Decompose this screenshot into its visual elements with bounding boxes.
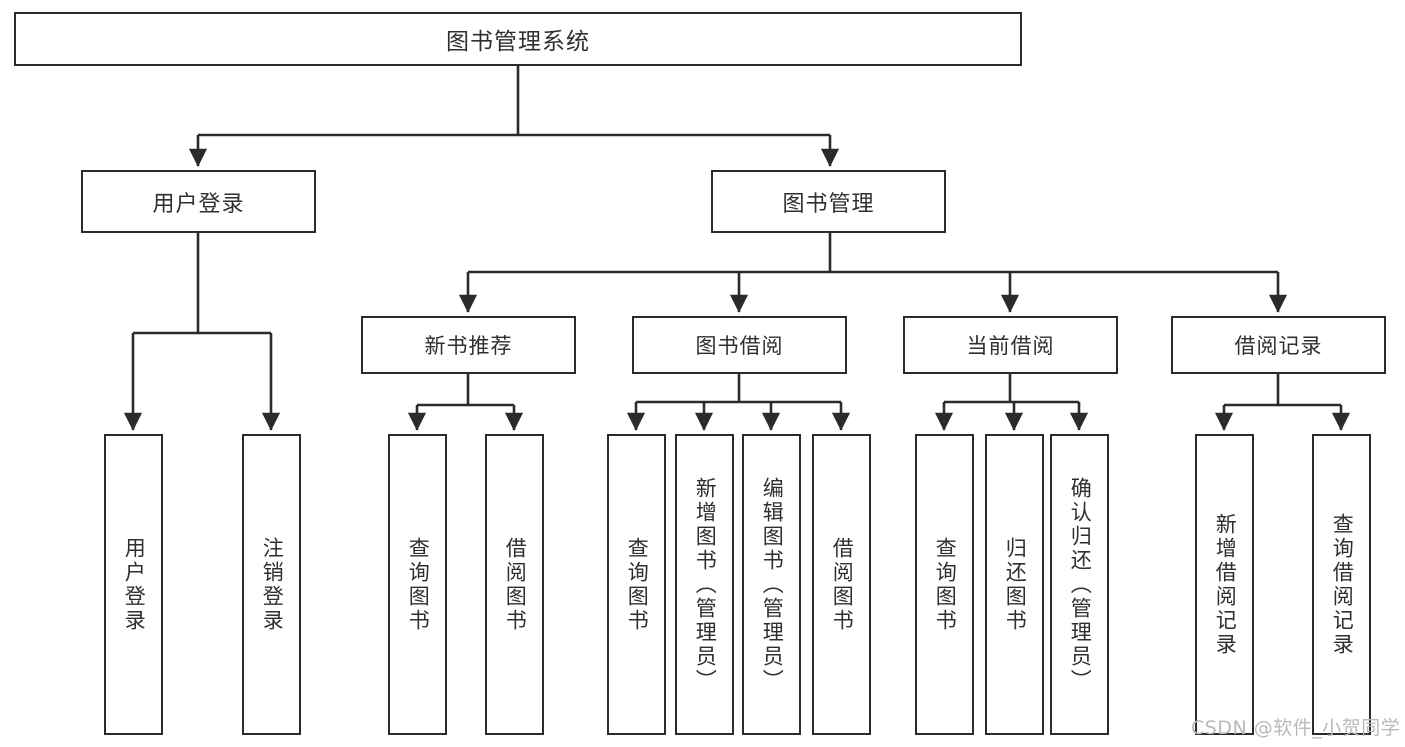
leaf-book-borrow-edit[interactable]: 编辑图书（管理员） [742,434,801,735]
leaf-current-borrow-query[interactable]: 查询图书 [915,434,974,735]
node-borrow-record[interactable]: 借阅记录 [1171,316,1386,374]
leaf-borrow-record-query[interactable]: 查询借阅记录 [1312,434,1371,735]
node-root-label: 图书管理系统 [446,29,590,55]
leaf-label: 查询图书 [933,536,958,633]
node-book-borrow-label: 图书借阅 [695,334,784,358]
leaf-label: 确认归还（管理员） [1068,476,1093,693]
leaf-label: 归还图书 [1003,536,1028,633]
leaf-label: 借阅图书 [830,536,855,633]
leaf-label: 查询图书 [625,536,650,633]
leaf-book-borrow-borrow[interactable]: 借阅图书 [812,434,871,735]
leaf-current-borrow-return[interactable]: 归还图书 [985,434,1044,735]
leaf-new-book-query[interactable]: 查询图书 [388,434,447,735]
leaf-label: 借阅图书 [503,536,528,633]
node-book-management[interactable]: 图书管理 [711,170,946,233]
node-user-login[interactable]: 用户登录 [81,170,316,233]
leaf-user-login-login[interactable]: 用户登录 [104,434,163,735]
node-new-book-recommend-label: 新书推荐 [424,334,513,358]
leaf-new-book-borrow[interactable]: 借阅图书 [485,434,544,735]
leaf-current-borrow-confirm-return[interactable]: 确认归还（管理员） [1050,434,1109,735]
node-user-login-label: 用户登录 [152,191,245,217]
leaf-label: 用户登录 [122,536,147,633]
leaf-label: 查询借阅记录 [1330,512,1355,657]
node-current-borrow[interactable]: 当前借阅 [903,316,1118,374]
node-book-management-label: 图书管理 [782,191,875,217]
leaf-book-borrow-query[interactable]: 查询图书 [607,434,666,735]
leaf-label: 查询图书 [406,536,431,633]
node-root-library-system[interactable]: 图书管理系统 [14,12,1022,66]
csdn-watermark: CSDN @软件_小贺同学 [1191,717,1401,739]
leaf-label: 新增图书（管理员） [693,476,718,693]
node-book-borrow[interactable]: 图书借阅 [632,316,847,374]
leaf-label: 编辑图书（管理员） [760,476,785,693]
leaf-label: 注销登录 [260,536,285,633]
leaf-borrow-record-add[interactable]: 新增借阅记录 [1195,434,1254,735]
leaf-user-login-logout[interactable]: 注销登录 [242,434,301,735]
leaf-label: 新增借阅记录 [1213,512,1238,657]
leaf-book-borrow-add[interactable]: 新增图书（管理员） [675,434,734,735]
node-borrow-record-label: 借阅记录 [1234,334,1323,358]
node-current-borrow-label: 当前借阅 [966,334,1055,358]
node-new-book-recommend[interactable]: 新书推荐 [361,316,576,374]
